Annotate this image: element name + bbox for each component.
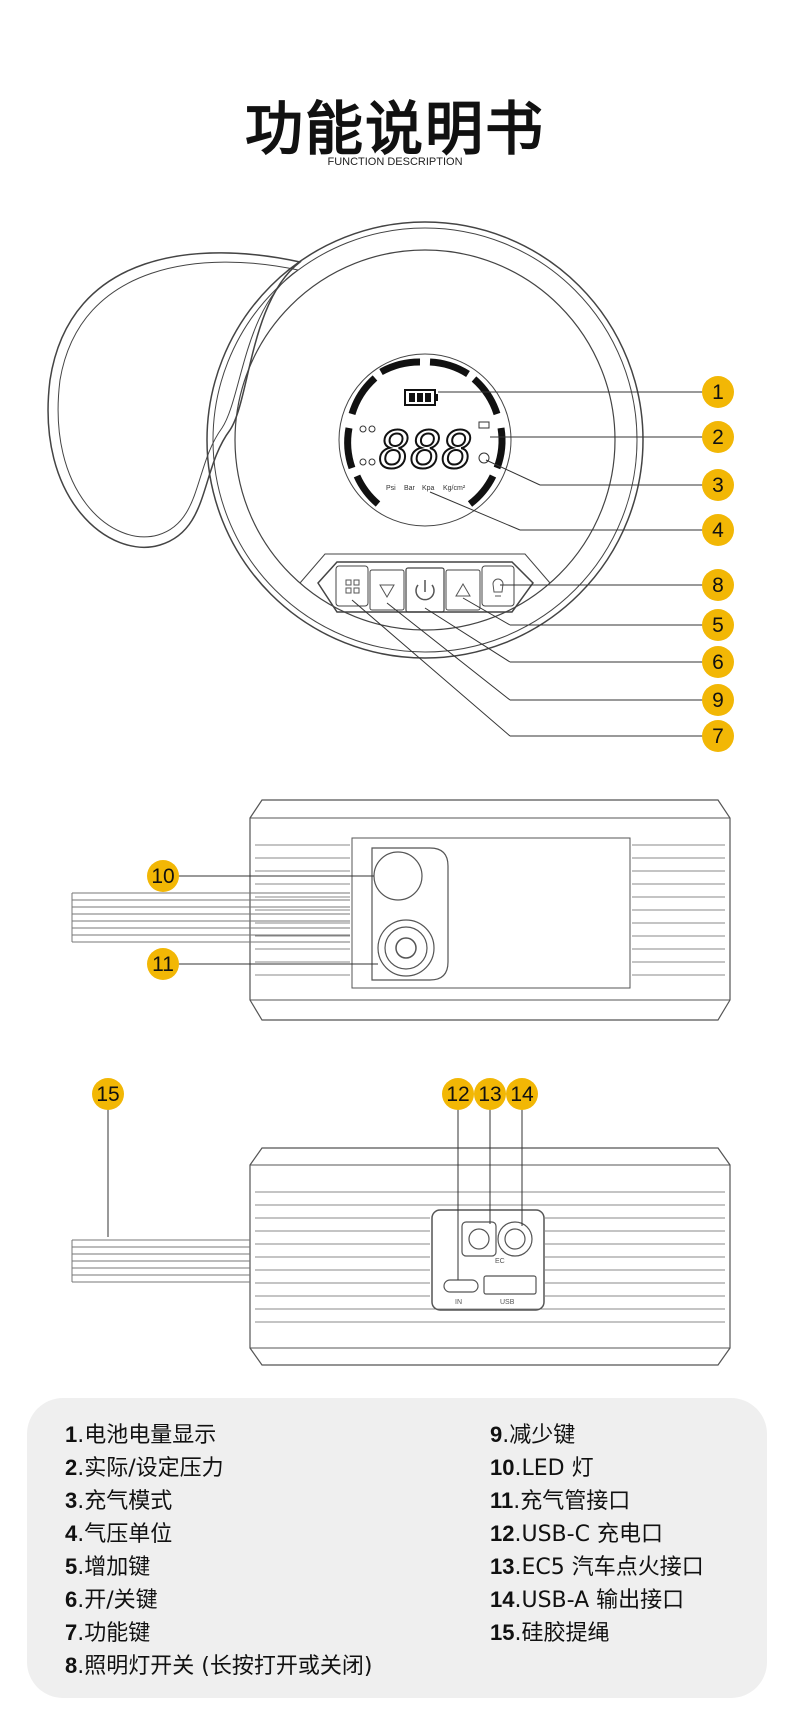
increase-button bbox=[445, 569, 481, 611]
usb-a-port bbox=[483, 1275, 537, 1295]
device-face bbox=[234, 249, 616, 631]
usb-c-port bbox=[443, 1279, 479, 1293]
callout-5: 5 bbox=[712, 614, 724, 637]
usb-label: USB bbox=[500, 1299, 515, 1306]
ec5-socket bbox=[497, 1221, 533, 1257]
leader-lines-side bbox=[176, 875, 378, 965]
decrease-button bbox=[369, 569, 405, 611]
port-bay bbox=[431, 1209, 545, 1311]
up-triangle-icon bbox=[455, 583, 471, 597]
legend-item: 7.功能键 bbox=[65, 1620, 151, 1646]
bicycle-icon bbox=[359, 425, 376, 433]
legend-item: 1.电池电量显示 bbox=[65, 1422, 217, 1448]
callout-8: 8 bbox=[712, 574, 724, 597]
battery-icon bbox=[404, 389, 438, 406]
button-panel bbox=[317, 561, 534, 613]
callout-14: 14 bbox=[510, 1083, 534, 1106]
callout-3: 3 bbox=[712, 474, 724, 497]
lcd-display bbox=[338, 353, 512, 527]
page-subtitle: FUNCTION DESCRIPTION bbox=[327, 156, 463, 168]
legend-item: 6.开/关键 bbox=[65, 1587, 158, 1613]
callout-9: 9 bbox=[712, 689, 724, 712]
silicone-strap bbox=[47, 252, 302, 548]
legend-item: 5.增加键 bbox=[65, 1554, 151, 1580]
legend-item: 11.充气管接口 bbox=[490, 1488, 631, 1514]
legend-panel: 1.电池电量显示 2.实际/设定压力 3.充气模式 4.气压单位 5.增加键 6… bbox=[27, 1398, 767, 1698]
device-body-outer bbox=[206, 221, 644, 659]
callout-13: 13 bbox=[478, 1083, 501, 1106]
legend-item: 13.EC5 汽车点火接口 bbox=[490, 1554, 704, 1580]
car-icon bbox=[478, 421, 490, 429]
port-panel bbox=[371, 847, 449, 981]
callout-15: 15 bbox=[96, 1083, 119, 1106]
leader-lines-bottom bbox=[107, 1108, 523, 1280]
unit-kgcm: Kg/cm² bbox=[443, 485, 466, 492]
function-button bbox=[335, 565, 369, 607]
callout-10: 10 bbox=[151, 865, 174, 888]
lcd-digits: 888 bbox=[379, 421, 473, 481]
callout-11: 11 bbox=[152, 953, 174, 976]
pressure-arc-segments bbox=[344, 358, 506, 507]
legend-column-left: 1.电池电量显示 2.实际/设定压力 3.充气模式 4.气压单位 5.增加键 6… bbox=[65, 1418, 372, 1682]
bulb-icon bbox=[492, 578, 504, 597]
ec-label: EC bbox=[495, 1258, 505, 1265]
callout-4: 4 bbox=[712, 519, 724, 542]
legend-item: 14.USB-A 输出接口 bbox=[490, 1587, 685, 1613]
side-view bbox=[71, 799, 731, 1021]
power-icon bbox=[415, 580, 435, 601]
legend-item: 9.减少键 bbox=[490, 1422, 576, 1448]
callout-12: 12 bbox=[446, 1083, 469, 1106]
legend-item: 4.气压单位 bbox=[65, 1521, 173, 1547]
unit-kpa: Kpa bbox=[422, 485, 435, 492]
bottom-view: EC IN USB bbox=[71, 1147, 731, 1366]
motorcycle-icon bbox=[359, 458, 376, 466]
legend-item: 10.LED 灯 bbox=[490, 1455, 594, 1481]
unit-bar: Bar bbox=[404, 485, 416, 492]
page-title: 功能说明书 bbox=[244, 95, 545, 163]
strap-bundle-side bbox=[71, 892, 350, 943]
legend-column-right: 9.减少键 10.LED 灯 11.充气管接口 12.USB-C 充电口 13.… bbox=[490, 1418, 704, 1649]
legend-item: 2.实际/设定压力 bbox=[65, 1455, 224, 1481]
ball-icon bbox=[478, 452, 490, 464]
callout-7: 7 bbox=[712, 725, 724, 748]
legend-item: 3.充气模式 bbox=[65, 1488, 173, 1514]
legend-item: 15.硅胶提绳 bbox=[490, 1620, 610, 1646]
led-lamp bbox=[373, 851, 423, 901]
in-label: IN bbox=[455, 1299, 462, 1306]
down-triangle-icon bbox=[379, 584, 395, 598]
product-diagram: 888 Psi Bar Kpa Kg/cm² bbox=[47, 221, 734, 1366]
callout-6: 6 bbox=[712, 651, 724, 674]
leader-lines-front bbox=[351, 391, 708, 737]
legend-item: 12.USB-C 充电口 bbox=[490, 1521, 663, 1547]
light-button bbox=[481, 565, 515, 607]
inflation-port bbox=[377, 919, 435, 977]
unit-psi: Psi bbox=[386, 485, 396, 492]
callout-2: 2 bbox=[712, 426, 724, 449]
ec5-port bbox=[461, 1221, 497, 1257]
power-button bbox=[405, 567, 445, 613]
front-view: 888 Psi Bar Kpa Kg/cm² bbox=[47, 221, 644, 659]
callout-1: 1 bbox=[712, 381, 724, 404]
legend-item: 8.照明灯开关 (长按打开或关闭) bbox=[65, 1653, 373, 1679]
